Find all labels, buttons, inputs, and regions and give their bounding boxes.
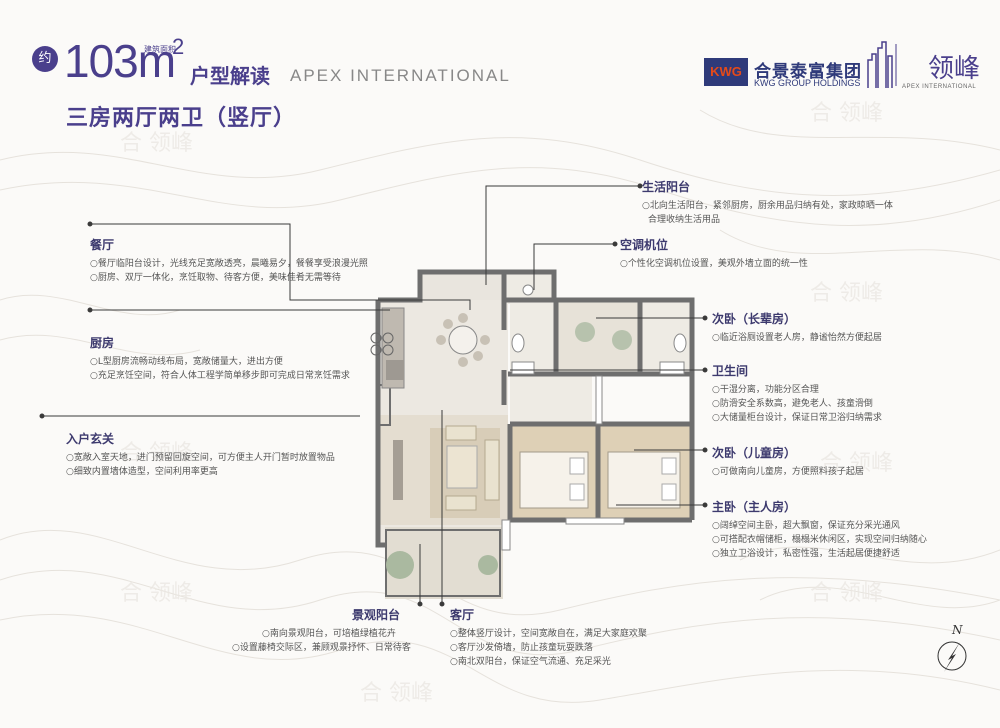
area-value: 103m bbox=[64, 35, 176, 87]
callout-line: ○北向生活阳台，紧邻厨房，厨余用品归纳有处，家政晾晒一体 bbox=[642, 201, 893, 211]
callout-line: ○大储量柜台设计，保证日常卫浴归纳需求 bbox=[712, 413, 882, 423]
watermark-logo: 合 领峰 bbox=[810, 581, 883, 606]
kwg-logo-text: KWG bbox=[710, 64, 742, 79]
bathroom-fixtures bbox=[511, 284, 687, 375]
callout-line: ○南北双阳台，保证空气流通、充足采光 bbox=[450, 657, 611, 667]
kwg-logo: KWG bbox=[704, 58, 748, 86]
callout-title: 入户玄关 bbox=[66, 432, 115, 446]
watermark-logo: 合 领峰 bbox=[120, 131, 193, 156]
callout-line: ○厨房、双厅一体化，烹饪取物、待客方便，美味佳肴无需等待 bbox=[90, 273, 341, 283]
project-logo-icon bbox=[867, 41, 897, 88]
plants bbox=[386, 322, 632, 579]
project-english-name: APEX INTERNATIONAL bbox=[290, 66, 511, 85]
callout-title: 次卧（儿童房） bbox=[712, 446, 797, 460]
watermark-logo: 合 领峰 bbox=[820, 451, 893, 476]
callout-title: 景观阳台 bbox=[352, 608, 401, 622]
callout-bathroom: 卫生间 ○干湿分离，功能分区合理 ○防滑安全系数高，避免老人、孩童滑倒 ○大储量… bbox=[712, 362, 882, 425]
callout-line: ○个性化空调机位设置，美观外墙立面的统一性 bbox=[620, 259, 808, 269]
callout-line: 合理收纳生活用品 bbox=[648, 215, 721, 225]
living-room-furniture bbox=[393, 425, 500, 518]
area-superscript: 2 bbox=[172, 34, 185, 59]
approx-badge: 约 bbox=[32, 46, 58, 72]
callout-line: ○临近浴厕设置老人房，静谧怡然方便起居 bbox=[712, 333, 882, 343]
callout-line: ○充足烹饪空间，符合人体工程学简单移步即可完成日常烹饪需求 bbox=[90, 371, 350, 381]
callout-living-balcony: 生活阳台 ○北向生活阳台，紧邻厨房，厨余用品归纳有处，家政晾晒一体 合理收纳生活… bbox=[642, 178, 893, 227]
kitchen-fixtures bbox=[370, 307, 405, 389]
watermark-logo: 合 领峰 bbox=[120, 581, 193, 606]
watermark-logo: 合 领峰 bbox=[810, 101, 883, 126]
watermark-logo: 合 领峰 bbox=[120, 441, 193, 466]
callout-line: ○设置藤椅交际区，兼顾观景抒怀、日常待客 bbox=[232, 643, 411, 653]
callout-bedroom-elder: 次卧（长辈房） ○临近浴厕设置老人房，静谧怡然方便起居 bbox=[712, 310, 882, 345]
callout-line: ○整体竖厅设计，空间宽敞自在，满足大家庭欢聚 bbox=[450, 629, 647, 639]
layout-name: 三房两厅两卫（竖厅） bbox=[66, 106, 297, 131]
callout-line: ○可搭配衣帽储柜，榻榻米休闲区，实现空间归纳随心 bbox=[712, 535, 927, 545]
group-name-cn: 合景泰富集团 bbox=[754, 62, 862, 82]
plan-title: 户型解读 bbox=[190, 64, 270, 88]
windows bbox=[501, 375, 625, 551]
callout-title: 主卧（主人房） bbox=[712, 500, 797, 514]
callout-kitchen: 厨房 ○L型厨房流畅动线布局，宽敞储量大，进出方便 ○充足烹饪空间，符合人体工程… bbox=[90, 334, 350, 383]
watermark-logo: 合 领峰 bbox=[810, 281, 883, 306]
callout-entrance: 入户玄关 ○宽敞入室天地，进门预留回旋空间，可方便主人开门暂时放置物品 ○细致内… bbox=[66, 430, 335, 479]
project-name-en: APEX INTERNATIONAL bbox=[902, 84, 977, 90]
callout-dining: 餐厅 ○餐厅临阳台设计，光线充足宽敞透亮，晨曦易夕，餐餐享受浪漫光照 ○厨房、双… bbox=[90, 236, 368, 285]
callout-line: ○细致内置墙体造型，空间利用率更高 bbox=[66, 467, 218, 477]
watermark-logo: 合 领峰 bbox=[360, 681, 433, 706]
callout-line: ○防滑安全系数高，避免老人、孩童滑倒 bbox=[712, 399, 873, 409]
project-name-cn: 领峰 bbox=[928, 54, 981, 84]
callout-line: ○客厅沙发倚墙，防止孩童玩耍跌落 bbox=[450, 643, 593, 653]
callout-line: ○阔绰空间主卧，超大飘窗，保证充分采光通风 bbox=[712, 521, 900, 531]
callout-line: ○南向景观阳台，可培植绿植花卉 bbox=[262, 629, 396, 639]
callout-title: 餐厅 bbox=[90, 238, 115, 252]
callout-line: ○干湿分离，功能分区合理 bbox=[712, 385, 819, 395]
callout-line: ○L型厨房流畅动线布局，宽敞储量大，进出方便 bbox=[90, 357, 283, 367]
callout-view-balcony: 景观阳台 ○南向景观阳台，可培植绿植花卉 ○设置藤椅交际区，兼顾观景抒怀、日常待… bbox=[232, 606, 411, 655]
dining-table bbox=[436, 313, 490, 367]
area-caption: 建筑面积 bbox=[144, 45, 176, 54]
callout-title: 客厅 bbox=[450, 608, 475, 622]
callout-line: ○宽敞入室天地，进门预留回旋空间，可方便主人开门暂时放置物品 bbox=[66, 453, 335, 463]
callout-master-bedroom: 主卧（主人房） ○阔绰空间主卧，超大飘窗，保证充分采光通风 ○可搭配衣帽储柜，榻… bbox=[712, 498, 927, 561]
compass-label: N bbox=[951, 623, 963, 637]
callout-title: 生活阳台 bbox=[642, 180, 691, 194]
group-name-en: KWG GROUP HOLDINGS bbox=[754, 78, 861, 88]
callout-living-room: 客厅 ○整体竖厅设计，空间宽敞自在，满足大家庭欢聚 ○客厅沙发倚墙，防止孩童玩耍… bbox=[450, 606, 647, 669]
callout-title: 厨房 bbox=[90, 336, 115, 350]
callout-ac-unit: 空调机位 ○个性化空调机位设置，美观外墙立面的统一性 bbox=[620, 236, 808, 271]
callout-title: 次卧（长辈房） bbox=[712, 312, 797, 326]
callout-line: ○独立卫浴设计，私密性强，生活起居便捷舒适 bbox=[712, 549, 900, 559]
callout-line: ○餐厅临阳台设计，光线充足宽敞透亮，晨曦易夕，餐餐享受浪漫光照 bbox=[90, 259, 368, 269]
callout-bedroom-child: 次卧（儿童房） ○可做南向儿童房，方便照料孩子起居 bbox=[712, 444, 864, 479]
callout-title: 空调机位 bbox=[620, 238, 669, 252]
callout-line: ○可做南向儿童房，方便照料孩子起居 bbox=[712, 467, 864, 477]
page-header: 约 103m 2 建筑面积 户型解读 APEX INTERNATIONAL 三房… bbox=[0, 0, 1000, 140]
bedroom-furniture bbox=[519, 451, 681, 509]
compass-north-icon: N bbox=[937, 623, 967, 672]
callout-title: 卫生间 bbox=[712, 364, 749, 378]
